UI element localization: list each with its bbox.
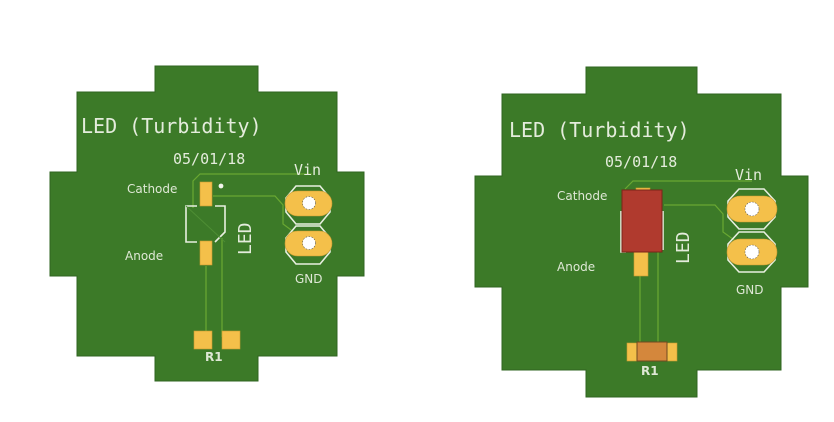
board-title: LED (Turbidity) (509, 118, 690, 142)
label-gnd: GND (295, 272, 323, 286)
board-date: 05/01/18 (173, 150, 245, 168)
label-vin: Vin (294, 161, 321, 179)
board-left: LED (Turbidity) 05/01/18 Cathode Anode L… (49, 65, 365, 382)
board-date: 05/01/18 (605, 153, 677, 171)
board-title: LED (Turbidity) (81, 114, 262, 138)
label-gnd: GND (736, 283, 764, 297)
label-led: LED (235, 222, 256, 255)
label-led: LED (673, 231, 694, 264)
header-hole-gnd (302, 236, 316, 250)
led-body (621, 189, 663, 253)
r1-pad-2 (221, 330, 241, 350)
board-right: LED (Turbidity) 05/01/18 Cathode Anode L… (474, 66, 809, 398)
polarity-dot-icon (218, 183, 224, 189)
label-anode: Anode (125, 249, 163, 263)
label-cathode: Cathode (557, 189, 607, 203)
led-pad-anode (633, 251, 649, 277)
r1-body (636, 341, 668, 362)
board-outline (49, 65, 365, 382)
led-pad-anode (199, 240, 213, 266)
label-r1: R1 (205, 350, 223, 364)
header-hole-vin (744, 201, 760, 217)
trace-vin (624, 180, 752, 190)
led-diagonal (185, 205, 226, 243)
trace-vin (192, 173, 312, 208)
header-hole-vin (302, 196, 316, 210)
label-cathode: Cathode (127, 182, 177, 196)
label-vin: Vin (735, 166, 762, 184)
r1-pad-1 (193, 330, 213, 350)
label-anode: Anode (557, 260, 595, 274)
trace-cathode-gnd (664, 204, 749, 251)
led-pad-cathode (199, 181, 213, 207)
label-r1: R1 (641, 364, 659, 378)
header-hole-gnd (744, 244, 760, 260)
